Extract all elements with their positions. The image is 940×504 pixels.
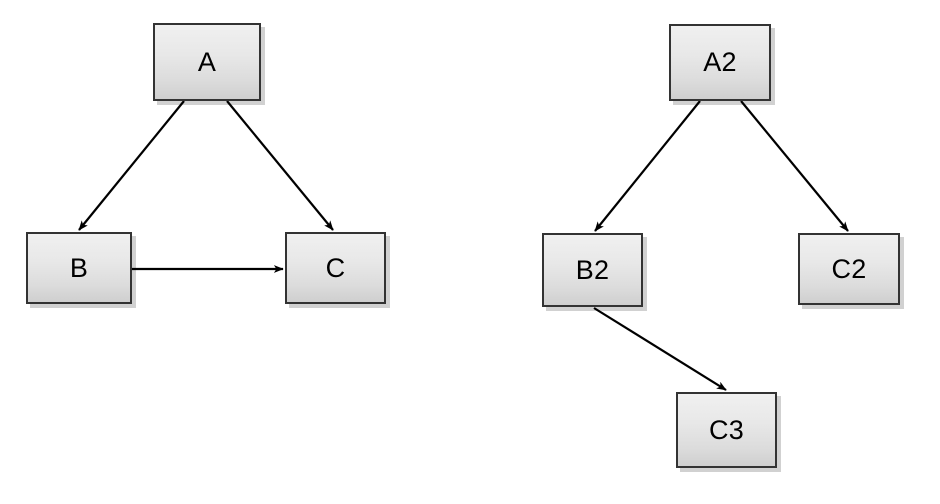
node-label-a2: A2 (703, 47, 737, 77)
node-c[interactable]: C (285, 232, 386, 304)
node-label-b2: B2 (575, 254, 610, 285)
edge-a-to-c (226, 100, 334, 231)
node-b2[interactable]: B2 (542, 233, 643, 307)
node-c2[interactable]: C2 (798, 233, 900, 305)
node-label-a: A (197, 46, 217, 77)
edge-b2-to-c3 (593, 307, 727, 391)
node-label-c3: C3 (708, 414, 745, 445)
node-label-b: B (69, 252, 89, 283)
node-label-c2: C2 (831, 253, 867, 284)
node-label-c: C (325, 252, 346, 283)
edge-a2-to-b2 (594, 100, 701, 232)
node-a[interactable]: A (153, 23, 261, 101)
node-a2[interactable]: A2 (669, 24, 771, 101)
edge-a-to-b (78, 100, 185, 231)
node-c3[interactable]: C3 (676, 392, 777, 468)
node-b[interactable]: B (26, 232, 132, 304)
edge-a2-to-c2 (740, 100, 849, 232)
